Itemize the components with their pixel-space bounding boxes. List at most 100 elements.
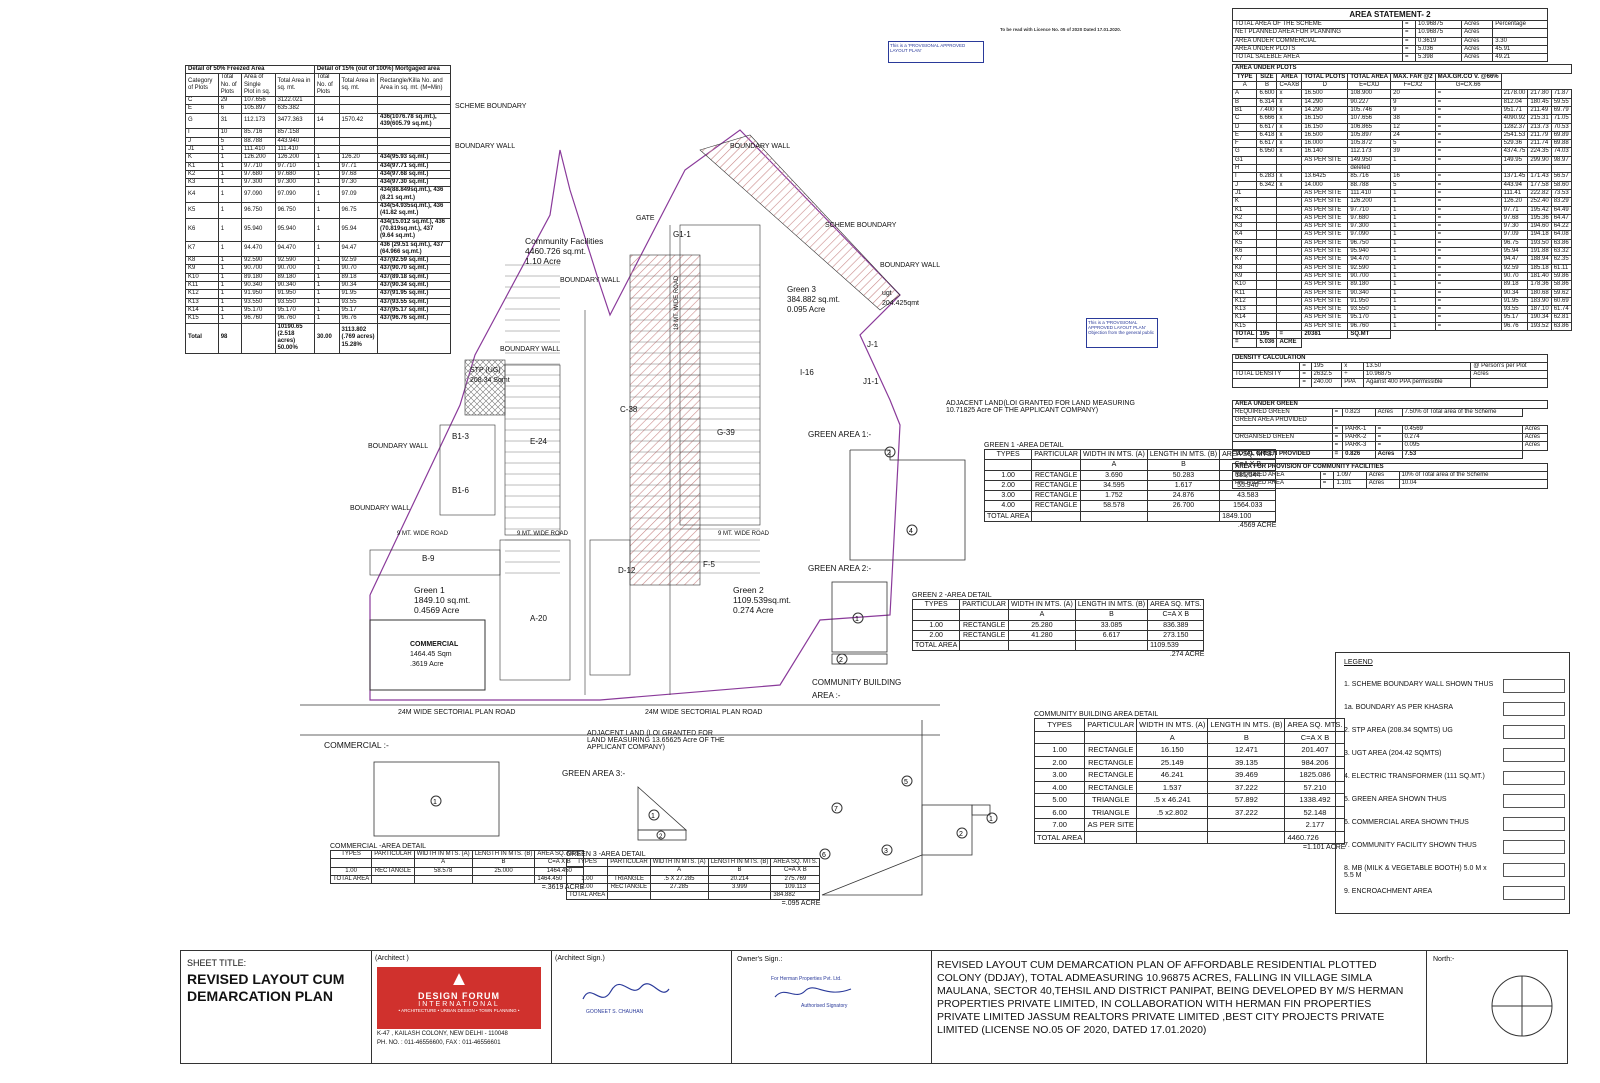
community-num-2: 2 (959, 831, 963, 838)
commercial-detail-header-cell: PARTICULAR (371, 849, 415, 860)
plots-row-cell (1434, 164, 1502, 174)
plot-table-row-cell: 434(97.71 sq.mt.) (376, 161, 452, 171)
green1-detail-row-cell: 34.595 (1079, 479, 1148, 492)
community-building-detail-total-cell (1207, 830, 1286, 844)
plots-header-row-cell: MAX. FAR @2 (1390, 72, 1436, 83)
plots-row-cell: 111.41 (1500, 188, 1529, 199)
green3-detail-row-cell: 275.769 (770, 874, 821, 884)
plot-table-total-cell: 30.00 (313, 322, 340, 354)
green1-detail-row-cell: 1.00 (983, 469, 1033, 481)
plot-table-row-cell: K (185, 153, 219, 163)
plots-total-row-cell: 20381 (1301, 329, 1349, 340)
plot-table-row-cell: 443.940 (274, 136, 315, 146)
plots-row-cell: 224.35 (1527, 147, 1552, 157)
plot-table-row-cell: 1 (217, 178, 243, 188)
density-row-cell: 2632.5 (1310, 370, 1343, 380)
green3-detail-sub-cell: A (649, 866, 709, 876)
commercial-detail-total-cell (371, 874, 415, 885)
community-building-detail-row-cell: 57.892 (1207, 793, 1286, 807)
plot-table-row-cell: 93.550 (274, 297, 315, 307)
plot-table-row-cell: 437(90.34 sq.mt.) (376, 280, 452, 291)
plot-table-row-cell: K14 (185, 305, 219, 316)
sheet-title: REVISED LAYOUT CUM DEMARCATION PLAN (187, 971, 345, 1004)
area-summary-row-cell: = (1401, 28, 1417, 38)
plots-row-cell: 1 (1390, 321, 1436, 332)
plot-table-row-cell: 1 (217, 305, 243, 316)
community-building-detail-sub-cell (1033, 730, 1086, 744)
approval-stamp-1: This is a 'PROVISIONAL APPROVED LAYOUT P… (888, 41, 984, 63)
green1-detail-sub-cell: C=A X B (1219, 459, 1277, 471)
plots-row-cell: 178.36 (1527, 280, 1552, 290)
green1-label: GREEN AREA 1:- (808, 430, 872, 439)
road-18m-label: 18 MT. WIDE ROAD (674, 275, 681, 331)
plots-row-cell (1256, 213, 1278, 224)
green3-detail-row-cell: 1.00 (565, 874, 609, 884)
plots-row-cell: 6.950 (1256, 147, 1278, 157)
plots-row-cell: 56.57 (1550, 172, 1572, 182)
plots-row-cell: 1 (1390, 238, 1436, 249)
plot-table-row-cell: 94.470 (241, 240, 276, 258)
density-row-cell: Acres (1470, 370, 1548, 380)
plot-table-row-cell: K2 (185, 169, 219, 180)
owner-sign-cell: Owner's Sign.: For Herman Properties Pvt… (731, 951, 932, 1063)
legend-item: 2. STP AREA (208.34 SQMTS) UG (1344, 727, 1453, 734)
plots-row-cell: 181.40 (1527, 271, 1552, 282)
plots-row-cell: 1 (1390, 255, 1436, 265)
plot-table-row-cell: 95.94 (338, 217, 378, 242)
plots-row-cell: I (1231, 172, 1258, 182)
plot-table-row-cell: 97.680 (274, 169, 315, 180)
plot-table-row-cell: 97.680 (241, 169, 276, 180)
plots-total-row-cell: SQ.MT (1347, 329, 1392, 340)
plots-row-cell (1256, 288, 1278, 298)
plot-table-header-cell: Category of Plots (185, 73, 219, 98)
plots-row-cell: 97.680 (1347, 213, 1392, 224)
firm-name: DESIGN FORUM (417, 991, 500, 1001)
boundary-wall-label-1: BOUNDARY WALL (455, 143, 516, 150)
plots-row-cell: 97.090 (1347, 230, 1392, 240)
plots-row-cell: AS PER SITE (1301, 230, 1349, 240)
plot-table-total-cell: 10190.65 (2.518 acres) 50.00% (274, 322, 315, 354)
block-d12 (589, 539, 631, 676)
plots-row-cell: 111.410 (1347, 188, 1392, 199)
plots-row-cell (1527, 164, 1552, 174)
block-e24 (504, 364, 561, 536)
community-row-cell: Acres (1365, 479, 1400, 489)
plots-subheader-row-cell: C=AXB (1276, 81, 1303, 91)
plots-row-cell: 1 (1390, 213, 1436, 224)
commercial-detail-sub-cell: B (471, 858, 536, 868)
plots-row-cell: K3 (1231, 222, 1258, 232)
plot-table-row-cell: C (185, 96, 219, 106)
green3-detail-row-cell: 2.00 (565, 882, 609, 893)
legend-swatch (1503, 679, 1565, 693)
plots-row-cell: 211.74 (1527, 139, 1552, 149)
community-building-detail-row-cell: 37.222 (1207, 780, 1286, 794)
green1-detail-row-cell: RECTANGLE (1031, 500, 1081, 512)
plots-row-cell: 1 (1390, 205, 1436, 215)
sheet-title-label: SHEET TITLE: (187, 958, 247, 968)
plots-row-cell: 69.88 (1550, 139, 1572, 149)
plots-row-cell (1256, 164, 1278, 174)
block-label: F-5 (703, 560, 715, 569)
plots-row-cell: 92.59 (1500, 263, 1529, 273)
plots-row-cell (1276, 188, 1303, 199)
k-plots-strip (699, 134, 901, 311)
plot-table-row-cell: 90.700 (241, 264, 276, 274)
